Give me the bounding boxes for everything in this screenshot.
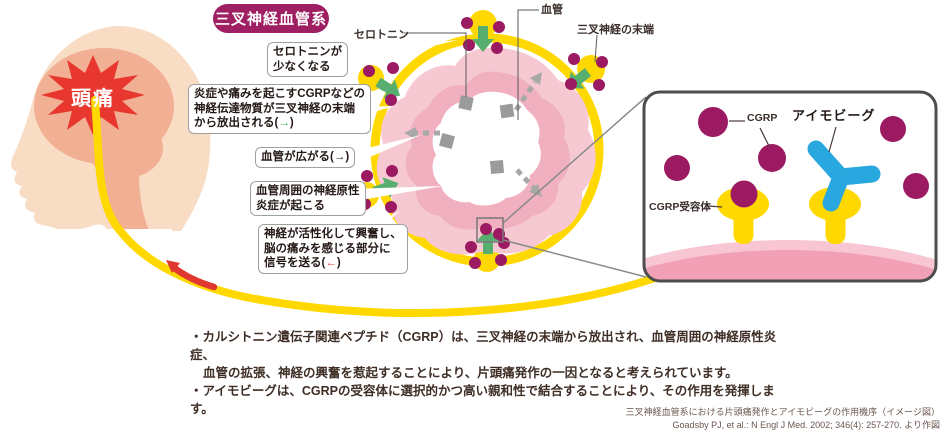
- cgrp-dot: [463, 39, 475, 51]
- callout-line: 脳の痛みを感じる部分に: [264, 242, 391, 255]
- red-arrow-icon: ←: [325, 257, 337, 269]
- description-line: ・カルシトニン遺伝子関連ペプチド（CGRP）は、三叉神経の末端から放出され、血管…: [190, 330, 777, 362]
- inset-leader-line: [502, 239, 647, 278]
- cgrp-dot: [593, 79, 605, 91]
- cgrp-dot: [493, 21, 505, 33]
- label-leader-line: [404, 32, 467, 97]
- nerve-ending-knob: [469, 10, 497, 38]
- serotonin-square: [499, 103, 515, 119]
- label-nerve-ending: 三叉神経の末端: [577, 24, 654, 36]
- callout-line: 信号を送る(←): [264, 257, 341, 269]
- serotonin-square: [458, 95, 474, 111]
- description-line: ・アイモビーグは、CGRPの受容体に選択的かつ高い親和性で結合することにより、そ…: [190, 384, 775, 416]
- cgrp-dot: [363, 65, 375, 77]
- cgrp-dot: [361, 170, 373, 182]
- label-leader-line: [707, 205, 723, 208]
- cgrp-dot: [568, 53, 580, 65]
- cgrp-dot: [480, 223, 492, 235]
- callout-line: 神経が活性化して興奮し、: [264, 228, 402, 240]
- headache-label: 頭痛: [71, 88, 115, 110]
- cgrp-dot: [493, 228, 505, 240]
- cgrp-release-arrow-icon: [375, 77, 401, 99]
- cgrp-dot: [498, 237, 510, 249]
- cgrp-dot: [465, 241, 477, 253]
- callout-vessel-dilation: 血管が広がる(→): [255, 147, 356, 168]
- callout-line: 血管周囲の神経原性: [256, 185, 360, 197]
- green-arrow-icon: →: [278, 117, 290, 129]
- footnote: 三叉神経血管系における片頭痛発作とアイモビーグの作用機序（イメージ図） Goad…: [420, 406, 940, 432]
- cgrp-receptor: [717, 180, 769, 244]
- callout-tail: [349, 186, 443, 202]
- cgrp-dot: [385, 94, 397, 106]
- callout-signal: 神経が活性化して興奮し、 脳の痛みを感じる部分に 信号を送る(←): [258, 224, 408, 274]
- cgrp-dot: [387, 62, 399, 74]
- callout-line: 血管が広がる(→): [261, 151, 350, 163]
- footnote-line: Goadsby PJ, et al.: N Engl J Med. 2002; …: [672, 420, 940, 430]
- cgrp-dot: [461, 17, 473, 29]
- label-serotonin: セロトニン: [354, 29, 409, 41]
- dilation-arrow-icon: [404, 72, 542, 197]
- vessel-lumen: [432, 91, 541, 206]
- serotonin-square: [489, 159, 505, 175]
- right-arrow-icon: →: [333, 151, 346, 163]
- callout-tail: [349, 40, 458, 66]
- cgrp-dot: [758, 144, 786, 172]
- cgrp-dot: [664, 155, 690, 181]
- cgrp-dot: [596, 56, 608, 68]
- label-leader-line: [517, 9, 539, 120]
- label-cgrp-receptor: CGRP受容体: [649, 201, 711, 213]
- callout-line: から放出される(→): [194, 117, 294, 129]
- serotonin-square: [439, 133, 455, 149]
- description-text: ・カルシトニン遺伝子関連ペプチド（CGRP）は、三叉神経の末端から放出され、血管…: [190, 328, 790, 418]
- head-illustration: [11, 26, 211, 233]
- label-aimovig: アイモビーグ: [792, 108, 876, 123]
- cgrp-dot: [495, 254, 507, 266]
- callout-line: 神経伝達物質が三叉神経の末端: [194, 102, 355, 115]
- cgrp-release-arrow-icon: [472, 26, 494, 52]
- headache-burst: [41, 55, 145, 135]
- cgrp-dot: [880, 116, 906, 142]
- callout-line: 炎症が起こる: [256, 199, 325, 212]
- callout-line: 炎症や痛みを起こすCGRPなどの: [194, 88, 365, 100]
- cgrp-dot: [491, 42, 503, 54]
- callout-serotonin: セロトニンが 少なくなる: [267, 42, 348, 77]
- label-leader-line: [594, 34, 598, 63]
- label-leader-line: [828, 126, 837, 153]
- cgrp-dot: [730, 180, 758, 208]
- cgrp-dot: [385, 201, 397, 213]
- callout-line: セロトニンが: [273, 46, 342, 58]
- cgrp-dot: [698, 107, 728, 137]
- label-leader-line: [759, 127, 770, 147]
- callout-tail: [347, 135, 421, 167]
- cgrp-dot: [469, 257, 481, 269]
- footnote-line: 三叉神経血管系における片頭痛発作とアイモビーグの作用機序（イメージ図）: [625, 407, 940, 417]
- aimovig-antibody: [807, 140, 881, 212]
- cgrp-dot: [903, 173, 929, 199]
- callout-line: 少なくなる: [273, 60, 331, 73]
- trigeminal-nerve-path: [91, 96, 676, 317]
- title-badge: 三叉神経血管系: [213, 4, 329, 33]
- cgrp-dot: [386, 165, 398, 177]
- cgrp-dot: [565, 78, 577, 90]
- inset-border: [642, 90, 938, 283]
- label-cgrp: CGRP: [747, 112, 778, 124]
- signal-arrow-icon: [166, 260, 218, 291]
- nerve-ending-knob: [474, 246, 500, 272]
- zoom-source-box: [476, 217, 504, 243]
- inset-leader-line: [502, 96, 647, 224]
- inset-panel: [642, 90, 938, 283]
- callout-inflammation: 血管周囲の神経原性 炎症が起こる: [250, 181, 366, 216]
- label-blood-vessel: 血管: [541, 4, 563, 16]
- description-line: 血管の拡張、神経の興奮を惹起することにより、片頭痛発作の一因となると考えられてい…: [203, 366, 738, 380]
- callout-cgrp-release: 炎症や痛みを起こすCGRPなどの 神経伝達物質が三叉神経の末端 から放出される(…: [188, 84, 371, 134]
